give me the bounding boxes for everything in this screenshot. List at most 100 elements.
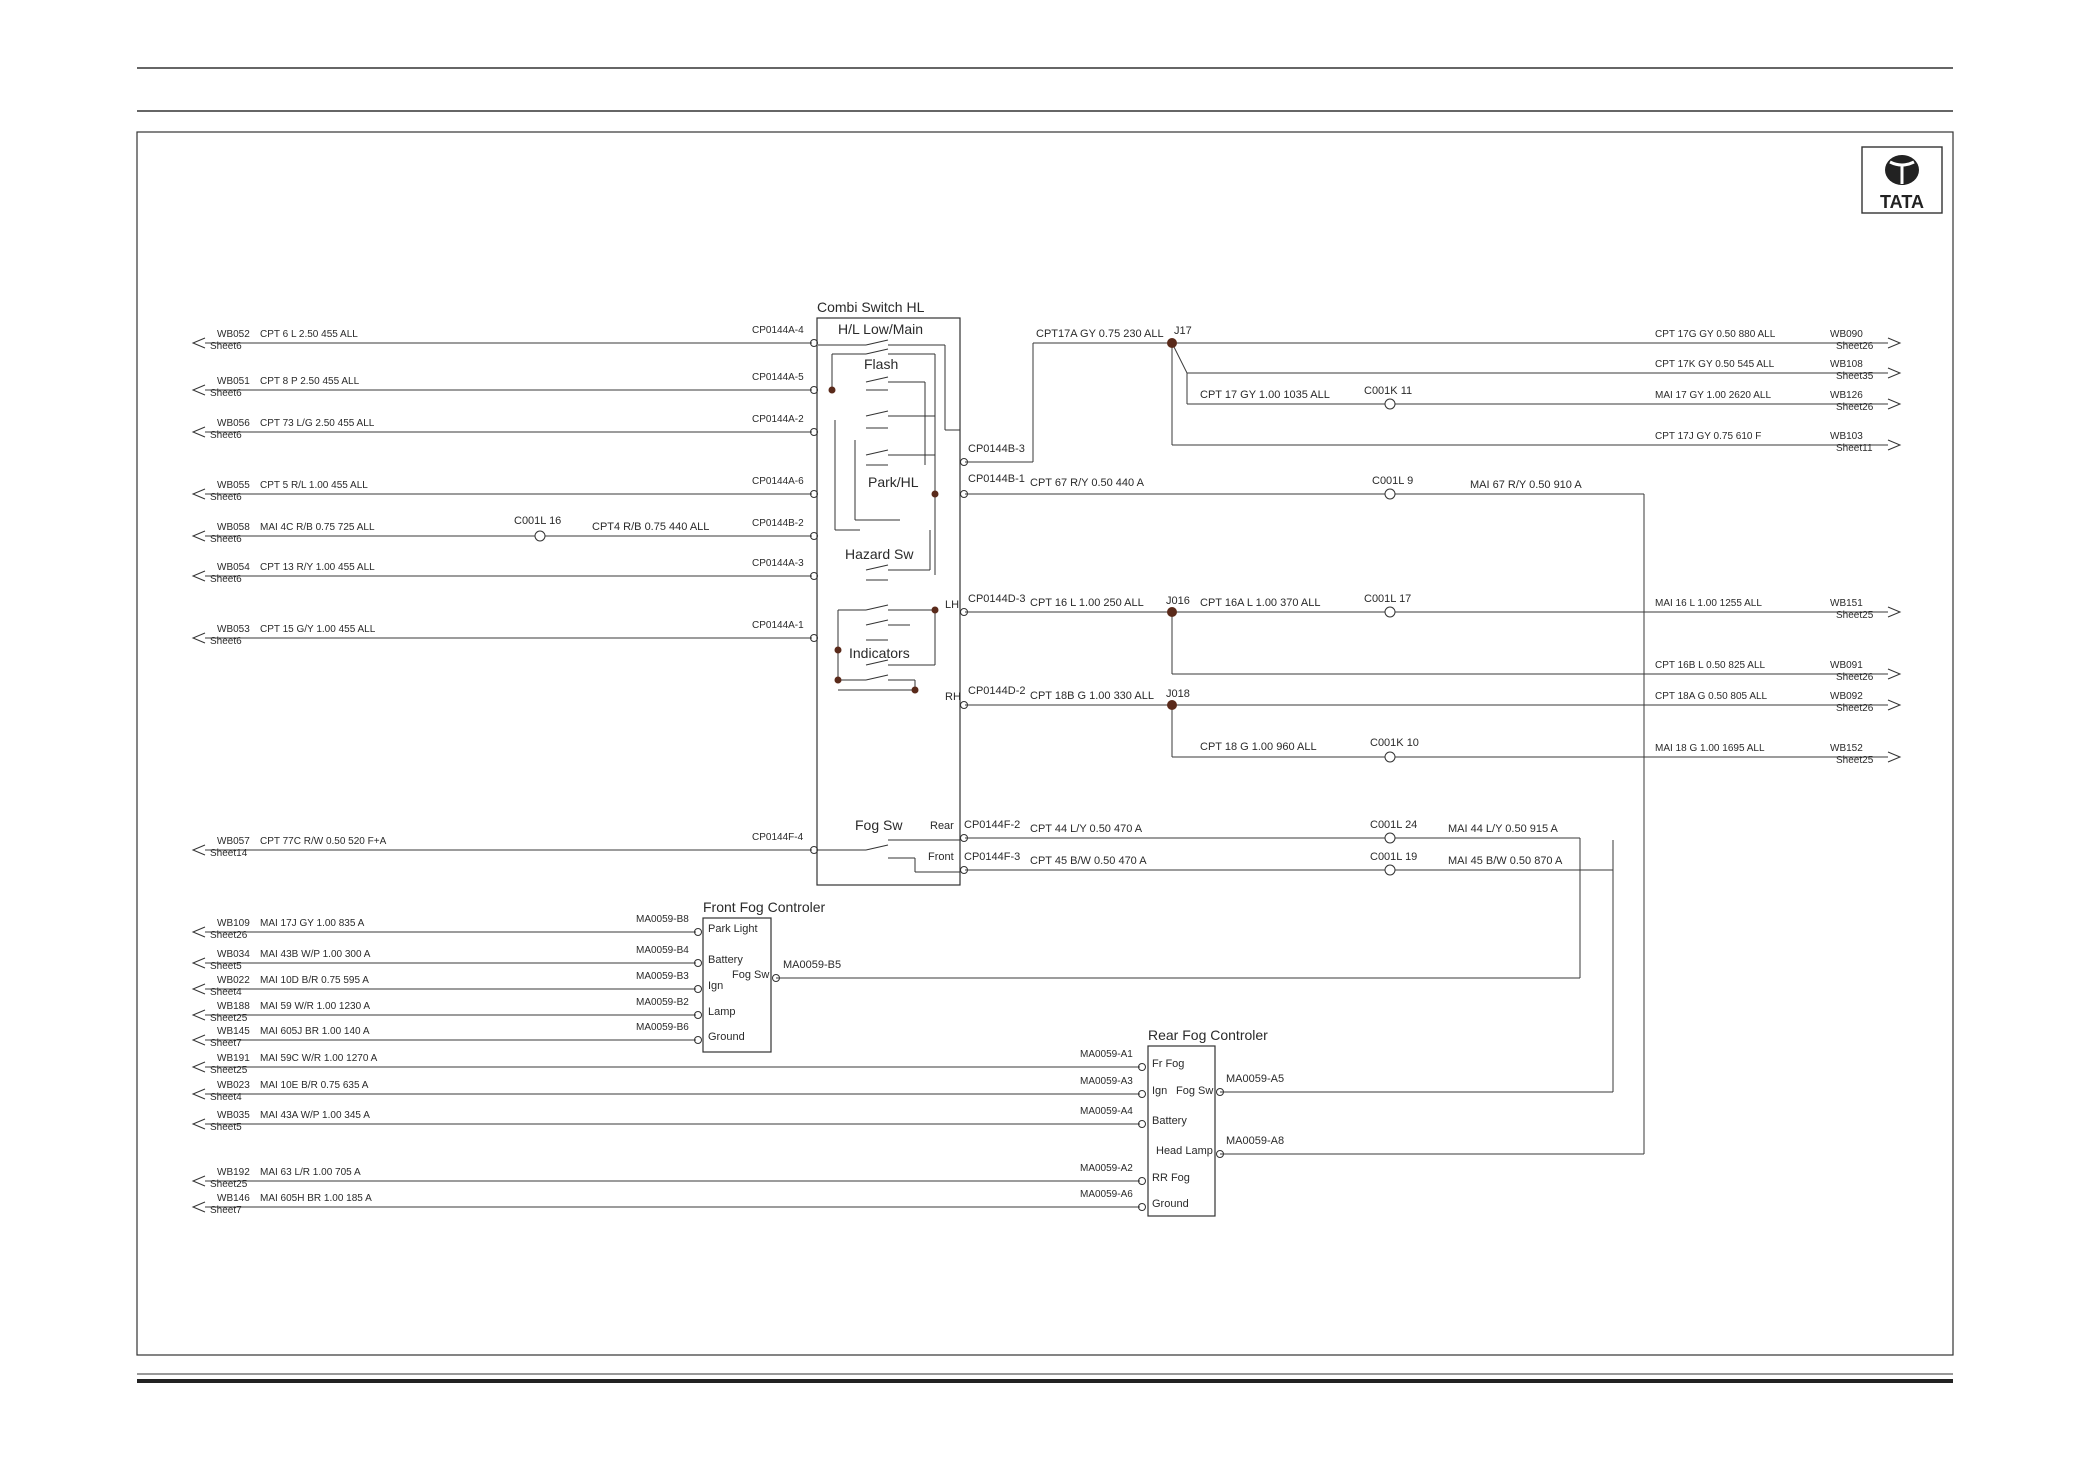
wire-spec: MAI 605H BR 1.00 185 A bbox=[260, 1193, 372, 1204]
wire-connector-id: MA0059-B4 bbox=[636, 945, 689, 956]
rear-fog-pin-head-lamp: Head Lamp bbox=[1156, 1145, 1213, 1157]
logo-text: TATA bbox=[1880, 192, 1924, 212]
wire-connector-id: CP0144A-1 bbox=[752, 620, 804, 631]
splice-c001k10: C001K 10 bbox=[1370, 737, 1419, 749]
wire-destination: WB091 bbox=[1830, 660, 1863, 671]
wire-connector-id: MA0059-B6 bbox=[636, 1022, 689, 1033]
splice-c001l16-label: C001L 16 bbox=[514, 515, 561, 527]
connector-arrow-icon bbox=[1887, 398, 1902, 410]
wire-sheet-ref: Sheet4 bbox=[210, 1092, 242, 1103]
splice-c001l24: C001L 24 bbox=[1370, 819, 1417, 831]
connector-arrow-icon bbox=[191, 957, 206, 969]
wire-sheet-ref: Sheet26 bbox=[1836, 672, 1874, 683]
mid-spec-18: CPT 18 G 1.00 960 ALL bbox=[1200, 741, 1317, 753]
rear-fog-output-a8: MA0059-A8 bbox=[1226, 1135, 1284, 1147]
terminal-pin bbox=[1216, 1150, 1224, 1158]
wire-spec: CPT 77C R/W 0.50 520 F+A bbox=[260, 836, 387, 847]
connector-arrow-icon bbox=[191, 337, 206, 349]
junction-j016: J016 bbox=[1166, 595, 1190, 607]
rear-fog-title: Rear Fog Controler bbox=[1148, 1027, 1268, 1043]
label-fog-sw: Fog Sw bbox=[855, 817, 903, 833]
terminal-pin bbox=[810, 428, 818, 436]
front-fog-output-connector: MA0059-B5 bbox=[783, 959, 841, 971]
mid-spec-45: CPT 45 B/W 0.50 470 A bbox=[1030, 855, 1147, 867]
connector-arrow-icon bbox=[1887, 699, 1902, 711]
wire-destination: WB054 bbox=[217, 562, 250, 573]
terminal-pin bbox=[810, 386, 818, 394]
wire-spec: CPT 73 L/G 2.50 455 ALL bbox=[260, 418, 375, 429]
label-hl-low-main: H/L Low/Main bbox=[838, 321, 923, 337]
connector-arrow-icon bbox=[191, 632, 206, 644]
connector-arrow-icon bbox=[191, 530, 206, 542]
terminal-pin bbox=[694, 985, 702, 993]
wire-sheet-ref: Sheet6 bbox=[210, 388, 242, 399]
wire-spec: MAI 43B W/P 1.00 300 A bbox=[260, 949, 371, 960]
label-rh: RH bbox=[945, 691, 961, 703]
wire-connector-id: MA0059-B8 bbox=[636, 914, 689, 925]
terminal-pin bbox=[1138, 1120, 1146, 1128]
wire-sheet-ref: Sheet26 bbox=[210, 930, 248, 941]
wire-spec: CPT 15 G/Y 1.00 455 ALL bbox=[260, 624, 376, 635]
front-fog-title: Front Fog Controler bbox=[703, 899, 825, 915]
terminal-pin bbox=[772, 974, 780, 982]
connector-cp0144b-1: CP0144B-1 bbox=[968, 473, 1025, 485]
terminal-pin bbox=[960, 866, 968, 874]
wire-sheet-ref: Sheet6 bbox=[210, 430, 242, 441]
wire-spec: CPT 8 P 2.50 455 ALL bbox=[260, 376, 360, 387]
label-flash: Flash bbox=[864, 356, 898, 372]
terminal-pin bbox=[810, 490, 818, 498]
combi-switch-title: Combi Switch HL bbox=[817, 299, 925, 315]
wire-destination: WB053 bbox=[217, 624, 250, 635]
wire-destination: WB051 bbox=[217, 376, 250, 387]
connector-arrow-icon bbox=[191, 1034, 206, 1046]
terminal-pin bbox=[960, 608, 968, 616]
mid-spec-mai45: MAI 45 B/W 0.50 870 A bbox=[1448, 855, 1563, 867]
wire-spec: MAI 63 L/R 1.00 705 A bbox=[260, 1167, 361, 1178]
wire-sheet-ref: Sheet25 bbox=[1836, 755, 1874, 766]
terminal-pin bbox=[1138, 1063, 1146, 1071]
front-fog-pin-ign: Ign bbox=[708, 980, 723, 992]
wire-destination: WB145 bbox=[217, 1026, 250, 1037]
wire-spec-cpt4: CPT4 R/B 0.75 440 ALL bbox=[592, 521, 709, 533]
wire-connector-id: MA0059-A2 bbox=[1080, 1163, 1133, 1174]
mid-spec-67: CPT 67 R/Y 0.50 440 A bbox=[1030, 477, 1145, 489]
wire-connector-id: CP0144B-2 bbox=[752, 518, 804, 529]
connector-arrow-icon bbox=[191, 1088, 206, 1100]
wire-spec: CPT 6 L 2.50 455 ALL bbox=[260, 329, 358, 340]
rear-fog-pin-ground: Ground bbox=[1152, 1198, 1189, 1210]
wire-sheet-ref: Sheet25 bbox=[1836, 610, 1874, 621]
wire-spec: MAI 10E B/R 0.75 635 A bbox=[260, 1080, 369, 1091]
rear-fog-controller: Rear Fog Controler Fr Fog Ign Battery He… bbox=[1147, 494, 1645, 1217]
label-front: Front bbox=[928, 851, 954, 863]
terminal-pin bbox=[810, 846, 818, 854]
connector-cp0144b-3: CP0144B-3 bbox=[968, 443, 1025, 455]
wire-connector-id: MA0059-B2 bbox=[636, 997, 689, 1008]
connector-arrow-icon bbox=[1887, 337, 1902, 349]
wire-sheet-ref: Sheet7 bbox=[210, 1038, 242, 1049]
wire-destination: WB090 bbox=[1830, 329, 1863, 340]
terminal-pin bbox=[810, 634, 818, 642]
terminal-pin bbox=[1216, 1088, 1224, 1096]
mid-spec-mai44: MAI 44 L/Y 0.50 915 A bbox=[1448, 823, 1559, 835]
wire-sheet-ref: Sheet7 bbox=[210, 1205, 242, 1216]
mid-spec-17: CPT 17 GY 1.00 1035 ALL bbox=[1200, 389, 1330, 401]
mid-spec-16: CPT 16 L 1.00 250 ALL bbox=[1030, 597, 1144, 609]
terminal-pin bbox=[1138, 1203, 1146, 1211]
wire-spec: CPT 17K GY 0.50 545 ALL bbox=[1655, 359, 1775, 370]
wire-connector-id: MA0059-A3 bbox=[1080, 1076, 1133, 1087]
mid-spec-17a: CPT17A GY 0.75 230 ALL bbox=[1036, 328, 1164, 340]
wire-spec: MAI 18 G 1.00 1695 ALL bbox=[1655, 743, 1765, 754]
wire-spec: CPT 5 R/L 1.00 455 ALL bbox=[260, 480, 368, 491]
connector-cp0144d-3: CP0144D-3 bbox=[968, 593, 1025, 605]
wire-destination: WB146 bbox=[217, 1193, 250, 1204]
wire-spec: MAI 16 L 1.00 1255 ALL bbox=[1655, 598, 1762, 609]
wire-spec: MAI 4C R/B 0.75 725 ALL bbox=[260, 522, 375, 533]
